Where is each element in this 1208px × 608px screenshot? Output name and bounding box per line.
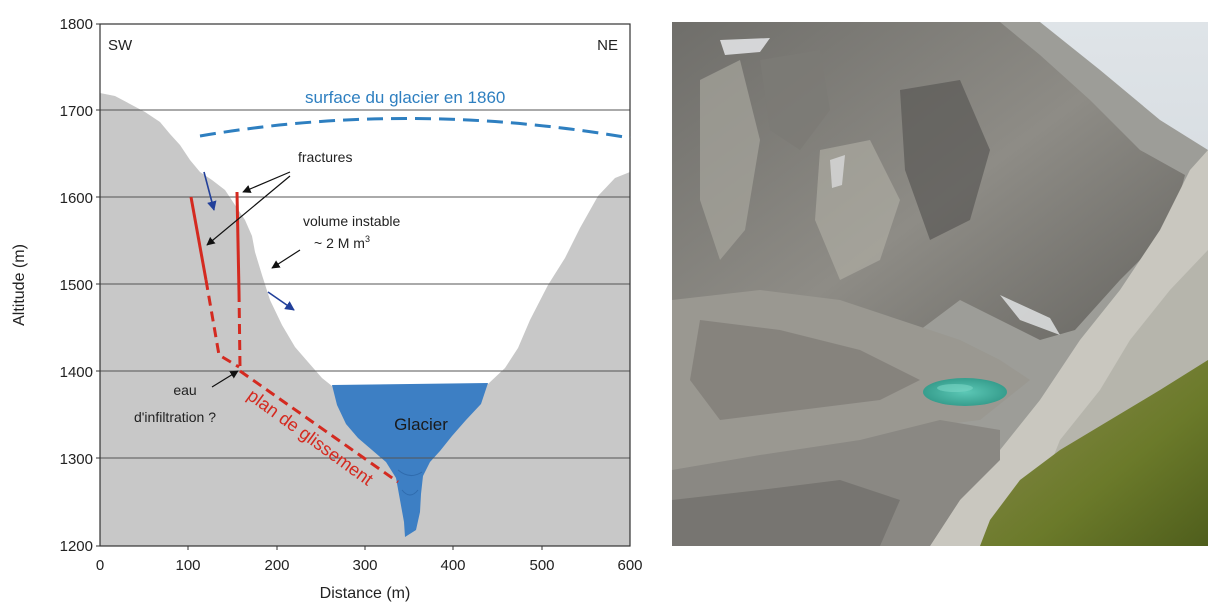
y-tick-label: 1400: [60, 364, 93, 381]
y-axis-label: Altitude (m): [11, 244, 28, 326]
photo-lake-highlight: [937, 384, 973, 392]
x-tick-label: 0: [96, 557, 104, 574]
y-axis-ticks: 1800 1700 1600 1500 1400 1300 1200: [60, 16, 93, 555]
x-axis-ticks: 0 100 200 300 400 500 600: [96, 557, 643, 574]
fracture-left: [189, 196, 208, 281]
photo-snow: [1000, 295, 1060, 335]
photo-rock-highlight: [700, 60, 760, 260]
photo-debris-shade: [690, 320, 920, 420]
photo-foreground-shade: [672, 480, 900, 546]
y-tick-label: 1700: [60, 103, 93, 120]
x-tick-label: 200: [264, 557, 289, 574]
corner-label-sw: SW: [108, 37, 133, 54]
photo-rock-highlight: [900, 80, 990, 240]
x-tick-marks: [187, 546, 543, 550]
movement-arrow-lower: [267, 291, 295, 311]
x-axis-label: Distance (m): [320, 585, 411, 602]
sliding-plane: [239, 369, 399, 484]
y-tick-label: 1500: [60, 277, 93, 294]
mountain-photo: [672, 22, 1208, 546]
terrain-profile: [100, 93, 630, 546]
glacier-surface-1860-line: [199, 116, 631, 140]
volume-label-line2: ~ 2 M m3: [314, 234, 370, 251]
x-tick-label: 400: [440, 557, 465, 574]
x-tick-label: 500: [529, 557, 554, 574]
y-tick-marks: [96, 23, 100, 547]
eau-label-line1: eau: [173, 382, 196, 398]
fracture-left-dashed: [204, 279, 240, 369]
cross-section-diagram: SW NE surface du glacier en 1860 fractur…: [11, 16, 643, 602]
x-tick-label: 600: [617, 557, 642, 574]
photo-lake: [923, 378, 1007, 406]
glacier-label: Glacier: [394, 415, 448, 434]
eau-label-line2: d'infiltration ?: [134, 409, 216, 425]
photo-rock-highlight: [760, 50, 830, 150]
fractures-arrow-right: [242, 171, 291, 193]
y-tick-label: 1300: [60, 451, 93, 468]
glacier-1860-label: surface du glacier en 1860: [305, 88, 505, 107]
photo-snow: [830, 155, 845, 188]
photo-snow: [720, 38, 770, 55]
movement-arrow-upper: [203, 171, 217, 211]
fracture-right: [235, 191, 241, 293]
x-tick-label: 300: [352, 557, 377, 574]
y-tick-label: 1800: [60, 16, 93, 33]
y-tick-label: 1200: [60, 538, 93, 555]
volume-label-line1: volume instable: [303, 213, 400, 229]
glacier-body: [332, 383, 488, 537]
fractures-label: fractures: [298, 149, 352, 165]
volume-arrow: [271, 249, 301, 269]
corner-label-ne: NE: [597, 37, 618, 54]
photo-grass: [980, 360, 1208, 546]
fractures-arrow-left: [206, 175, 291, 246]
eau-arrow: [211, 370, 239, 388]
x-tick-label: 100: [175, 557, 200, 574]
glacier-shading: [397, 469, 423, 496]
y-tick-label: 1600: [60, 190, 93, 207]
fracture-right-dashed: [237, 291, 242, 368]
